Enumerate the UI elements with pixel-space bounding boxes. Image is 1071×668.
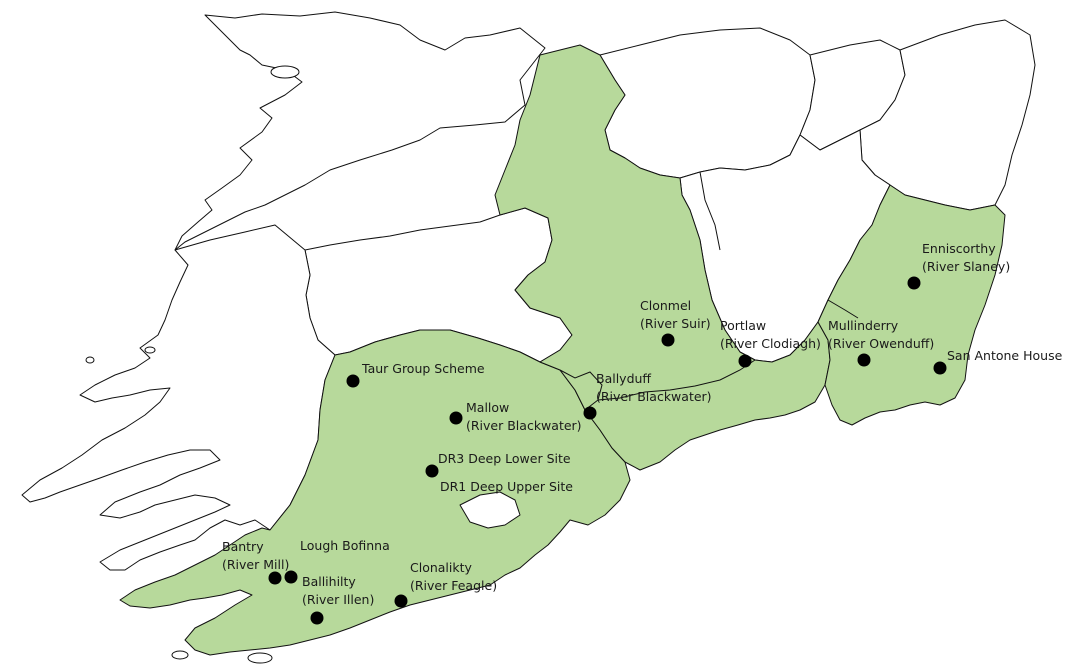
boundary-tipperary-waterford (597, 359, 756, 401)
site-marker-mallow[interactable] (449, 411, 463, 425)
boundary-cork-tipperary (559, 369, 603, 411)
site-marker-lough-bofinna[interactable] (284, 570, 298, 584)
site-label-enniscorthy-sub: (River Slaney) (922, 259, 1010, 274)
site-marker-enniscorthy[interactable] (907, 276, 921, 290)
site-marker-clonalikty[interactable] (394, 594, 408, 608)
site-label-lough-bofinna: Lough Bofinna (300, 538, 390, 553)
site-label-ballihilty: Ballihilty (302, 574, 356, 589)
site-marker-ballihilty[interactable] (310, 611, 324, 625)
site-label-mullinderry: Mullinderry (828, 318, 899, 333)
site-marker-dr3[interactable] (425, 464, 439, 478)
site-label-ballyduff: Ballyduff (596, 371, 651, 386)
site-label-clonmel: Clonmel (640, 298, 691, 313)
island-2 (144, 346, 156, 354)
site-label-portlaw-sub: (River Clodiagh) (720, 336, 821, 351)
site-markers (268, 276, 947, 625)
site-label-clonalikty: Clonalikty (410, 560, 473, 575)
site-label-portlaw: Portlaw (720, 318, 766, 333)
site-marker-ballyduff[interactable] (583, 406, 597, 420)
island-1 (270, 65, 300, 79)
site-marker-clonmel[interactable] (661, 333, 675, 347)
island-4 (247, 652, 273, 664)
minor-features (85, 65, 859, 664)
site-label-ballyduff-sub: (River Blackwater) (596, 389, 712, 404)
island-3 (85, 356, 95, 364)
site-label-enniscorthy: Enniscorthy (922, 241, 996, 256)
county-clare (174, 11, 546, 251)
island-5 (171, 650, 189, 660)
site-label-mullinderry-sub: (River Owenduff) (828, 336, 934, 351)
site-label-bantry: Bantry (222, 539, 264, 554)
county-cork-enclave (459, 491, 521, 529)
site-marker-san-antone[interactable] (933, 361, 947, 375)
site-label-clonalikty-sub: (River Feagle) (410, 578, 497, 593)
site-marker-bantry[interactable] (268, 571, 282, 585)
site-label-bantry-sub: (River Mill) (222, 557, 289, 572)
boundary-kilkenny-wexford (827, 299, 859, 319)
site-label-ballihilty-sub: (River Illen) (302, 592, 374, 607)
site-label-clonmel-sub: (River Suir) (640, 316, 711, 331)
boundary-waterford-internal (699, 171, 721, 251)
site-label-dr3: DR3 Deep Lower Site (438, 451, 571, 466)
site-label-mallow-sub: (River Blackwater) (466, 418, 582, 433)
site-marker-mullinderry[interactable] (857, 353, 871, 367)
site-label-taur: Taur Group Scheme (361, 361, 485, 376)
site-marker-taur[interactable] (346, 374, 360, 388)
county-laois (599, 27, 816, 179)
site-label-dr1: DR1 Deep Upper Site (440, 479, 573, 494)
site-label-mallow: Mallow (466, 400, 509, 415)
site-label-san-antone: San Antone House (947, 348, 1063, 363)
other-counties (21, 11, 1036, 571)
site-marker-portlaw[interactable] (738, 354, 752, 368)
